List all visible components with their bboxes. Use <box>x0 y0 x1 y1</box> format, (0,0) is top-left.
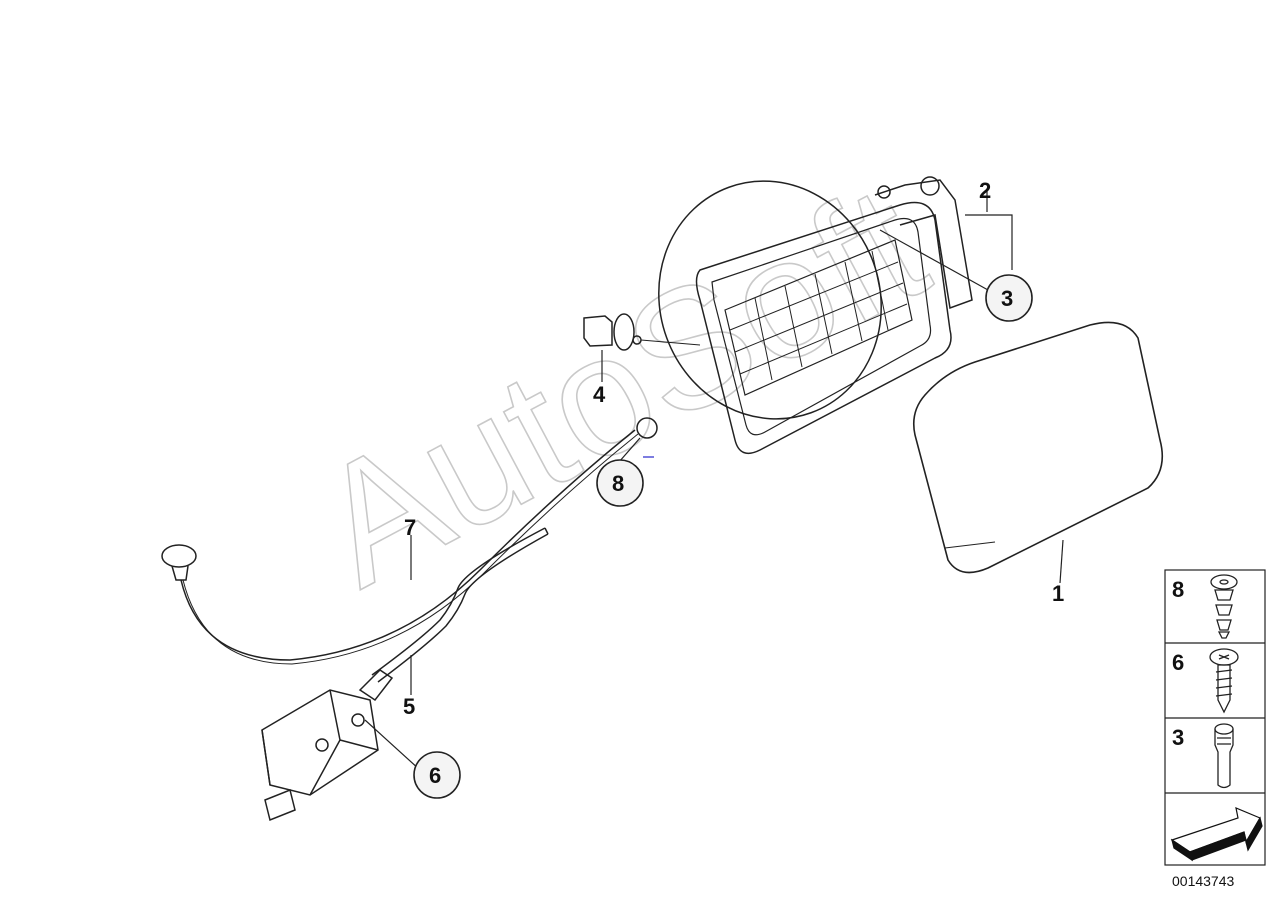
callout-8: 8 <box>596 459 644 507</box>
svg-text:8: 8 <box>612 471 624 496</box>
diagram-reference: 00143743 <box>1172 873 1235 889</box>
svg-text:8: 8 <box>1172 577 1184 602</box>
callout-6: 6 <box>413 751 461 799</box>
legend-row-6: 6 <box>1172 648 1239 714</box>
svg-text:00143743: 00143743 <box>1172 873 1235 889</box>
emergency-release-cable <box>161 417 658 665</box>
leader-lines <box>364 190 1064 771</box>
push-rivet-icon <box>1210 574 1238 639</box>
leader-1 <box>1059 539 1064 584</box>
svg-text:3: 3 <box>1001 286 1013 311</box>
svg-text:6: 6 <box>1172 650 1184 675</box>
svg-text:6: 6 <box>429 763 441 788</box>
legend-row-3: 3 <box>1172 723 1234 789</box>
direction-arrow-icon <box>1170 807 1263 862</box>
filler-housing <box>658 176 973 455</box>
leader-3 <box>879 229 989 291</box>
release-cable <box>371 527 549 683</box>
svg-text:5: 5 <box>403 694 415 719</box>
callout-3: 3 <box>985 274 1033 322</box>
callout-1: 1 <box>1052 581 1064 606</box>
svg-text:7: 7 <box>404 515 416 540</box>
svg-text:3: 3 <box>1172 725 1184 750</box>
actuator-motor <box>261 669 394 822</box>
rubber-buffer <box>583 313 701 351</box>
fastener-legend: 8 6 3 <box>1164 569 1266 866</box>
pin-icon <box>1214 723 1234 789</box>
svg-text:1: 1 <box>1052 581 1064 606</box>
leader-2 <box>965 214 1013 270</box>
callout-7: 7 <box>404 515 416 540</box>
leader-6 <box>364 719 421 771</box>
callout-4: 4 <box>593 382 606 407</box>
legend-row-arrow <box>1170 807 1263 862</box>
svg-text:4: 4 <box>593 382 606 407</box>
legend-row-8: 8 <box>1172 574 1238 639</box>
screw-icon <box>1209 648 1239 714</box>
fuel-flap-cover <box>912 321 1164 574</box>
callout-5: 5 <box>403 694 415 719</box>
callout-2: 2 <box>979 178 991 203</box>
svg-text:2: 2 <box>979 178 991 203</box>
